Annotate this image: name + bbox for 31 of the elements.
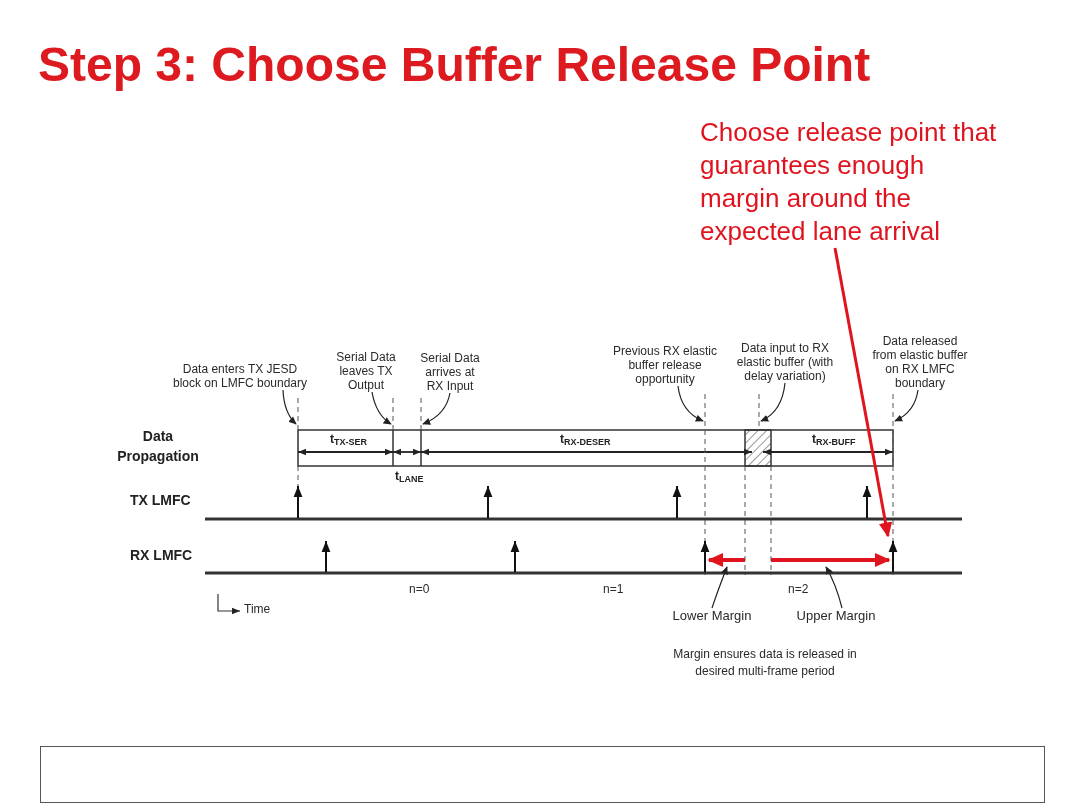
annotation-text: Serial Data arrives at RX Input xyxy=(418,351,482,393)
period-label: n=0 xyxy=(409,582,430,596)
leader-line xyxy=(760,382,786,422)
annotation-text: Serial Data leaves TX Output xyxy=(334,350,398,392)
annotation-text: Lower Margin xyxy=(670,608,754,624)
interval-label: t$_{LANE}$ xyxy=(395,469,424,483)
annotation-text: Data input to RX elastic buffer (with delay variation) xyxy=(729,341,841,383)
annotation-text: Upper Margin xyxy=(794,608,878,624)
leader-line xyxy=(371,391,392,425)
annotation-text: Data enters TX JESD block on LMFC boundary xyxy=(171,362,309,390)
leader-line xyxy=(825,566,843,609)
interval-label: t$_{RX-DESER}$ xyxy=(560,432,611,446)
leader-line xyxy=(422,392,451,425)
slide-title: Step 3: Choose Buffer Release Point xyxy=(38,39,871,91)
row-label: TX LMFC xyxy=(130,491,191,509)
annotation-text: Previous RX elastic buffer release opportunity xyxy=(608,344,722,386)
leader-line xyxy=(282,389,297,425)
row-label: RX LMFC xyxy=(130,546,193,564)
leader-line xyxy=(833,247,893,538)
period-label: n=2 xyxy=(788,582,809,596)
row-label: Data Propagation xyxy=(116,427,200,466)
annotation-text: Data released from elastic buffer on RX LMFC boundary xyxy=(870,334,970,390)
interval-label: t$_{RX-BUFF}$ xyxy=(812,432,856,446)
leader-line xyxy=(894,389,919,422)
period-label: n=1 xyxy=(603,582,624,596)
interval-label: t$_{TX-SER}$ xyxy=(330,432,367,446)
axis-label: Time xyxy=(244,602,271,616)
leader-line xyxy=(677,385,704,422)
leader-line xyxy=(711,566,728,609)
note-text: Margin ensures data is released in desired multi-frame period xyxy=(672,646,858,680)
callout-text: Choose release point that guarantees enough margin around the expected lane arrival xyxy=(700,116,1003,248)
